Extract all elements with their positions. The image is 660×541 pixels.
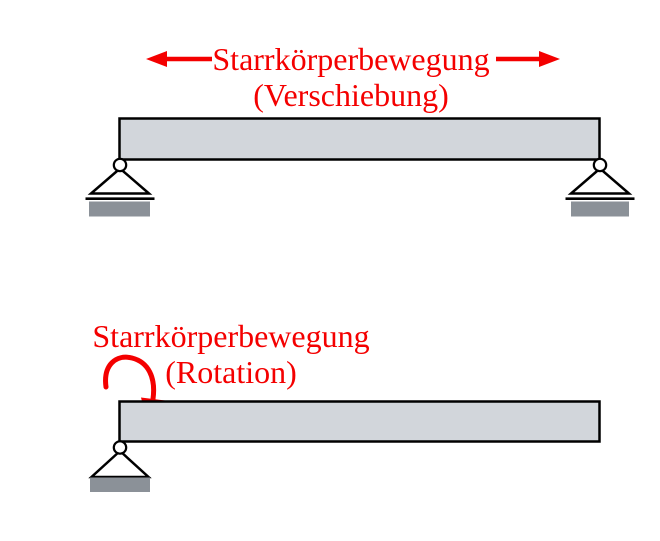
roller-support-left bbox=[85, 157, 155, 217]
support-triangle bbox=[87, 166, 153, 195]
roller-support-right bbox=[565, 157, 635, 217]
beam-rotation bbox=[118, 400, 601, 443]
rotation-figure bbox=[88, 354, 601, 492]
ground-block bbox=[90, 477, 150, 492]
ground-block bbox=[89, 201, 150, 217]
arrow-right-icon bbox=[496, 51, 560, 67]
translation-label: Starrkörperbewegung (Verschiebung) bbox=[111, 41, 591, 113]
support-triangle bbox=[567, 166, 633, 195]
pin-circle bbox=[112, 157, 128, 173]
pin-support-left bbox=[88, 440, 152, 492]
translation-title: Starrkörperbewegung bbox=[212, 41, 490, 77]
arrow-left-icon bbox=[146, 51, 212, 67]
translation-figure bbox=[85, 51, 635, 217]
pin-circle bbox=[592, 157, 608, 173]
rotation-label: Starrkörperbewegung (Rotation) bbox=[0, 318, 462, 390]
ground-block bbox=[571, 201, 629, 217]
rotation-subtitle: (Rotation) bbox=[165, 354, 297, 390]
beam-translation bbox=[118, 117, 601, 161]
support-triangle bbox=[88, 449, 152, 479]
rotation-title: Starrkörperbewegung bbox=[92, 318, 370, 354]
pin-circle bbox=[112, 440, 128, 455]
translation-subtitle: (Verschiebung) bbox=[253, 77, 449, 113]
